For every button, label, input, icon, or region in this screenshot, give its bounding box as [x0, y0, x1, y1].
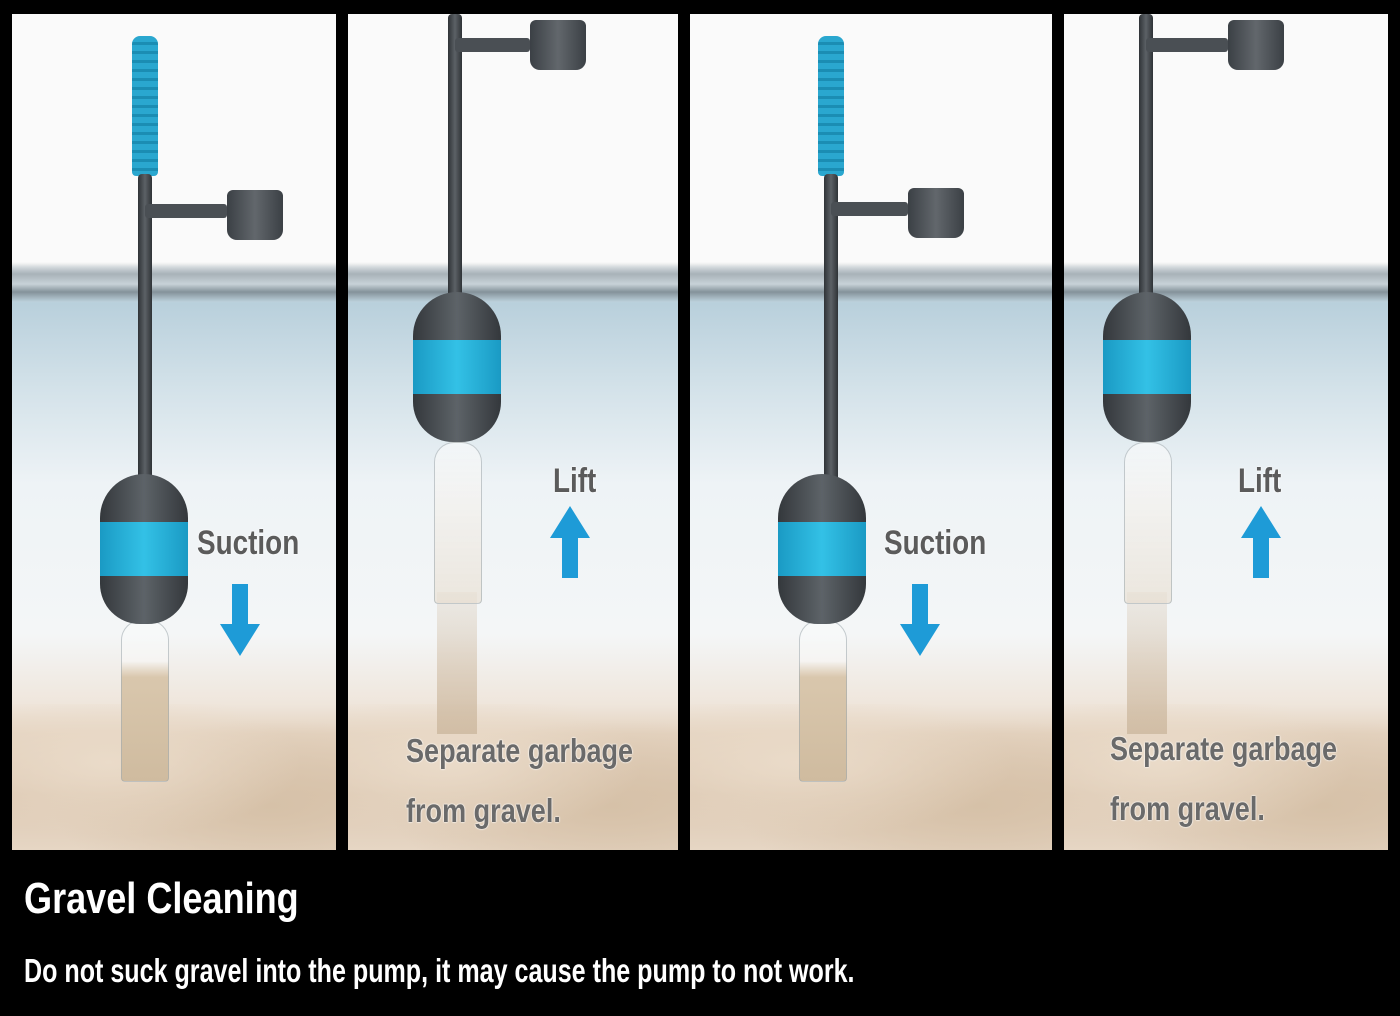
bulb-band: [100, 522, 188, 576]
caption-line-1: Separate garbage: [406, 732, 634, 769]
water-surface: [348, 262, 678, 302]
gravel-chamber: [121, 620, 169, 782]
step-panel-1: Suction: [12, 14, 336, 850]
gravel-bed: [348, 704, 678, 850]
bulb-band: [778, 522, 866, 576]
gravel-chamber: [434, 442, 482, 604]
debris-stream: [437, 592, 477, 734]
action-label: Lift: [1238, 462, 1282, 500]
gravel-chamber: [1124, 442, 1172, 604]
water-surface: [1064, 262, 1388, 302]
pump-handle: [818, 36, 844, 176]
outlet-arm: [831, 202, 908, 216]
water-surface: [690, 262, 1052, 302]
outlet-nozzle: [227, 190, 283, 240]
caption-line-2: from gravel.: [406, 792, 561, 829]
action-label: Suction: [884, 524, 987, 562]
arrow-up-icon: [550, 506, 590, 578]
action-label: Lift: [553, 462, 597, 500]
pump-handle: [132, 36, 158, 176]
gravel-chamber: [799, 620, 847, 782]
outlet-nozzle: [908, 188, 964, 238]
outlet-nozzle: [530, 20, 586, 70]
bulb-band: [413, 340, 501, 394]
action-label: Suction: [197, 524, 300, 562]
pump-tube: [138, 174, 152, 484]
gravel-bed: [12, 704, 336, 850]
section-title: Gravel Cleaning: [24, 874, 299, 923]
water-surface: [12, 262, 336, 302]
caption-line-1: Separate garbage: [1110, 730, 1338, 767]
bulb-band: [1103, 340, 1191, 394]
arrow-down-icon: [900, 584, 940, 656]
pump-tube: [824, 174, 838, 484]
warning-note: Do not suck gravel into the pump, it may…: [24, 952, 855, 989]
outlet-arm: [1146, 38, 1228, 52]
pump-tube: [448, 14, 462, 302]
gravel-bed: [690, 704, 1052, 850]
debris-stream: [1127, 592, 1167, 734]
pump-bulb: [100, 474, 188, 624]
arrow-down-icon: [220, 584, 260, 656]
step-panel-3: Suction: [690, 14, 1052, 850]
pump-tube: [1139, 14, 1153, 302]
outlet-arm: [145, 204, 227, 218]
gravel-bed: [1064, 704, 1388, 850]
outlet-arm: [455, 38, 530, 52]
caption-line-2: from gravel.: [1110, 790, 1265, 827]
pump-bulb: [778, 474, 866, 624]
outlet-nozzle: [1228, 20, 1284, 70]
arrow-up-icon: [1241, 506, 1281, 578]
pump-bulb: [413, 292, 501, 442]
pump-bulb: [1103, 292, 1191, 442]
